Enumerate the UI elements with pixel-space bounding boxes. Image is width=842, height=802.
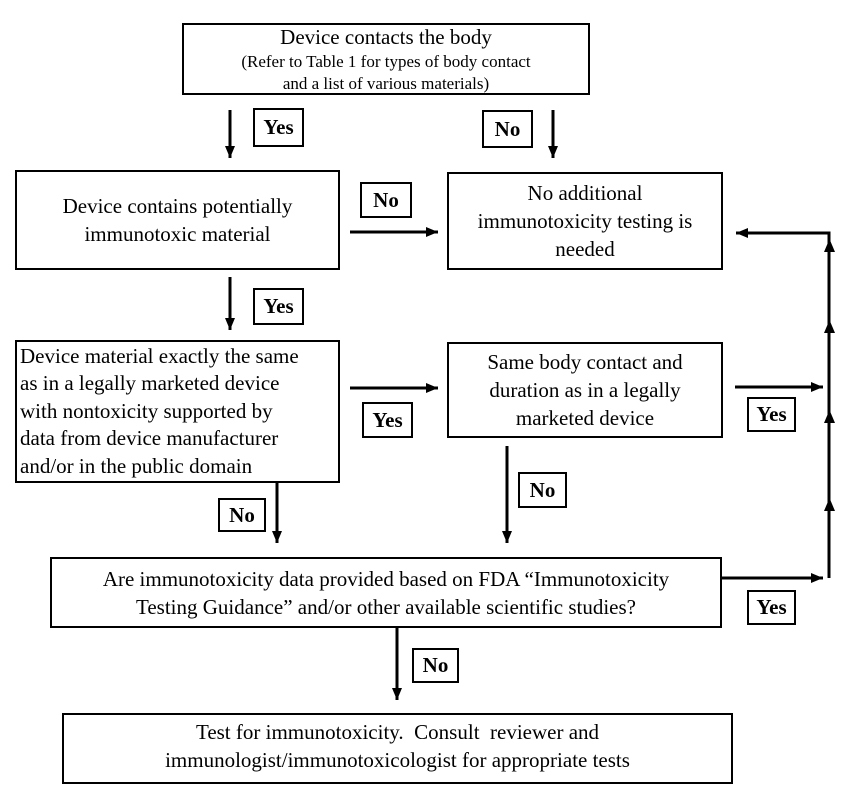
node-line: Testing Guidance” and/or other available… (135, 594, 636, 619)
label-no-start-right: No (482, 110, 533, 148)
label-yes-contact-return: Yes (747, 397, 796, 432)
node-line: Same body contact and (487, 350, 683, 374)
node-line: duration as in a legally (489, 378, 681, 402)
node-line: Device material exactly the same (20, 343, 299, 368)
node-line: and/or in the public domain (20, 453, 253, 478)
node-line: immunotoxicity testing is (477, 209, 693, 233)
node-line: as in a legally marketed device (20, 371, 280, 396)
node-line: needed (555, 237, 615, 261)
node-line: marketed device (515, 406, 655, 430)
node-line: immunotoxic material (84, 222, 271, 246)
node-line: and a list of various materials) (282, 73, 490, 93)
node-same-body-contact-duration: Same body contact and duration as in a l… (447, 342, 723, 438)
label-yes-data-return: Yes (747, 590, 796, 625)
node-test-for-immunotoxicity: Test for immunotoxicity. Consult reviewe… (62, 713, 733, 784)
node-line: Device contains potentially (62, 194, 293, 218)
node-contains-immunotoxic-material: Device contains potentially immunotoxic … (15, 170, 340, 270)
label-no-contact: No (518, 472, 567, 508)
node-no-additional-testing-needed: No additional immunotoxicity testing is … (447, 172, 723, 270)
node-line: immunologist/immunotoxicologist for appr… (165, 748, 630, 772)
node-device-contacts-body: Device contacts the body (Refer to Table… (182, 23, 590, 95)
node-line: (Refer to Table 1 for types of body cont… (241, 51, 531, 71)
node-line: Test for immunotoxicity. Consult reviewe… (195, 720, 600, 744)
node-line: Are immunotoxicity data provided based o… (102, 566, 670, 591)
label-no-material: No (218, 498, 266, 532)
node-line: with nontoxicity supported by (20, 398, 273, 423)
label-no-data: No (412, 648, 459, 683)
node-line: No additional (527, 181, 643, 205)
label-yes-start-left: Yes (253, 108, 304, 147)
return-line-up-arrowheads (824, 239, 835, 511)
node-line: data from device manufacturer (20, 426, 279, 451)
label-yes-contains: Yes (253, 288, 304, 325)
node-material-same-as-marketed-device: Device material exactly the same as in a… (15, 340, 340, 483)
label-no-contains: No (360, 182, 412, 218)
node-immunotoxicity-data-provided: Are immunotoxicity data provided based o… (50, 557, 722, 628)
node-line: Device contacts the body (280, 24, 492, 49)
label-yes-material: Yes (362, 402, 413, 438)
